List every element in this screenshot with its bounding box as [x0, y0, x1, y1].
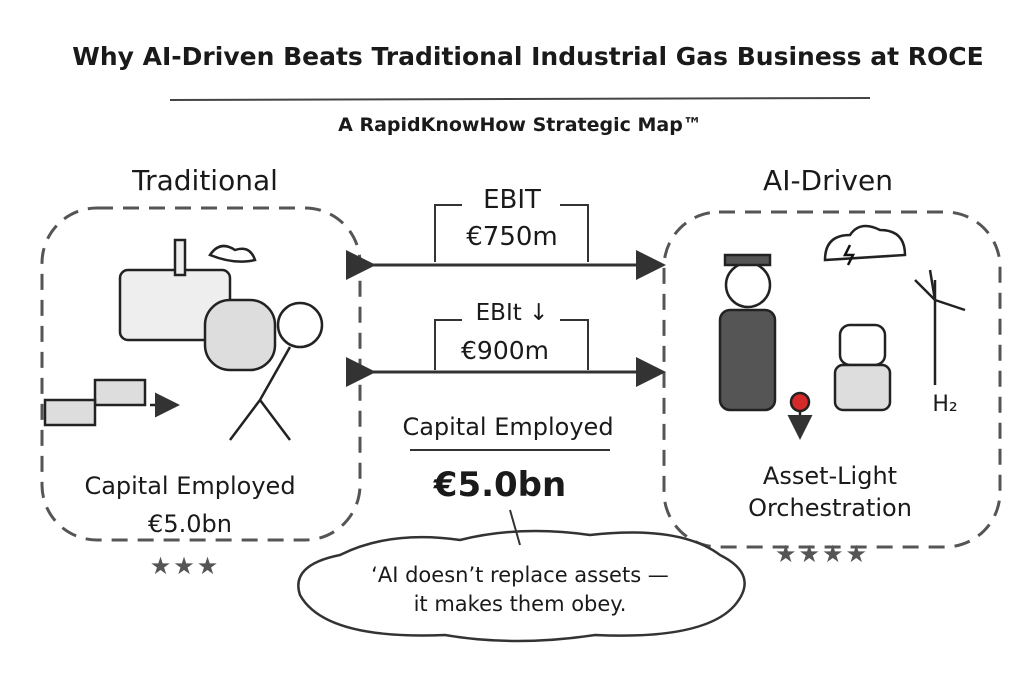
traditional-rating-stars: ★★★ [149, 552, 221, 580]
title-underline [169, 97, 871, 101]
ai-rating-stars: ★★★★ [774, 540, 870, 568]
center-capital-value: €5.0bn [433, 465, 567, 505]
ebit-top-arrow [346, 204, 666, 280]
ebit-top-label: EBIT [483, 185, 541, 215]
quote-line1: ‘AI doesn’t replace assets — [371, 563, 669, 587]
ebit-bottom-label: EBIt ↓ [475, 300, 549, 326]
ebit-bottom-value: €900m [461, 336, 549, 365]
bubble-tail [509, 509, 521, 546]
subtitle: A RapidKnowHow Strategic Map™ [338, 114, 702, 136]
quote-bubble [297, 529, 746, 643]
traditional-capital-label: Capital Employed [84, 472, 296, 500]
ai-label-line1: Asset-Light [762, 462, 898, 490]
ai-driven-illustration [718, 224, 966, 440]
traditional-capital-value: €5.0bn [148, 510, 232, 538]
ebit-top-value: €750m [466, 222, 558, 252]
ai-driven-heading: AI-Driven [763, 164, 893, 197]
traditional-heading: Traditional [132, 164, 278, 197]
quote-line2: it makes them obey. [413, 592, 627, 616]
h2-label: H₂ [932, 392, 958, 417]
page-title: Why AI-Driven Beats Traditional Industri… [72, 42, 984, 71]
center-capital-label: Capital Employed [402, 413, 614, 441]
ai-label-line2: Orchestration [748, 494, 912, 522]
traditional-worker-illustration [43, 238, 324, 441]
ebit-bottom-arrow [346, 319, 666, 387]
